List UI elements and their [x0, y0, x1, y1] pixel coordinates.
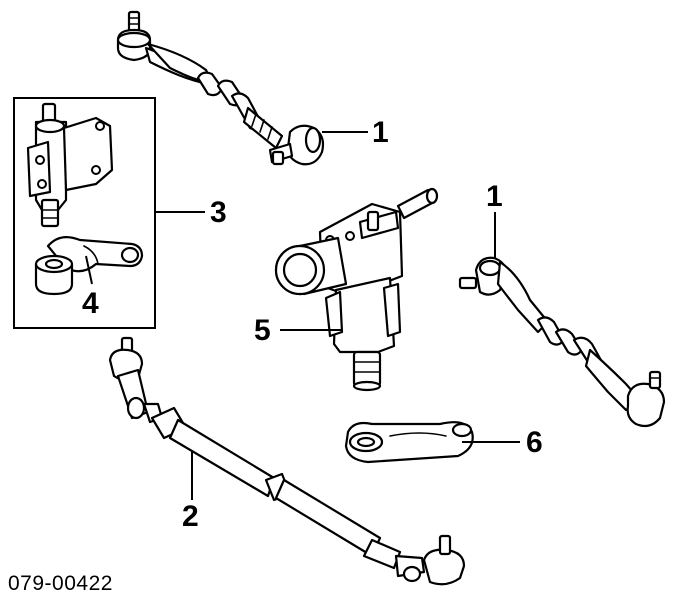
tie-rod-end-right — [458, 256, 666, 428]
diagram-code: 079-00422 — [8, 572, 113, 595]
steering-gear — [274, 187, 439, 392]
leader-4 — [85, 255, 93, 285]
callout-5: 5 — [254, 314, 271, 347]
callout-3: 3 — [210, 196, 227, 229]
callout-6: 6 — [526, 426, 543, 459]
callout-1-right: 1 — [486, 180, 503, 213]
callout-4: 4 — [82, 287, 99, 320]
callout-1-upper: 1 — [372, 116, 389, 149]
center-link — [108, 336, 466, 586]
idler-arm-bushing-part — [34, 254, 74, 296]
tie-rod-end-upper — [116, 10, 325, 166]
pitman-arm — [344, 421, 474, 464]
callout-2: 2 — [182, 500, 199, 533]
idler-arm-bracket — [26, 102, 114, 228]
